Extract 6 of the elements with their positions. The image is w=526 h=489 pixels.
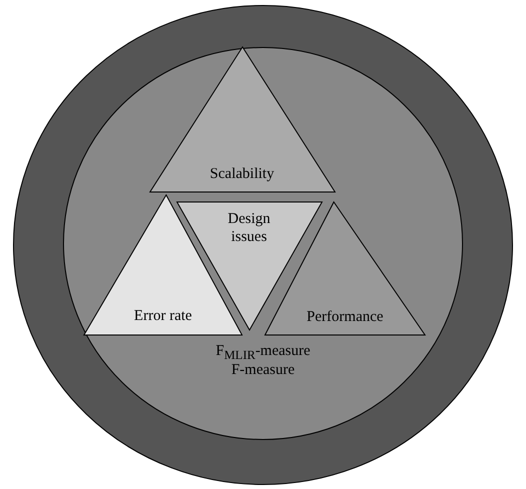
triangle-label: Error rate [133,307,193,325]
triangle-label: Scalability [208,165,276,183]
measure-label: F$_{MLIR}$-measure [214,343,312,363]
triangle-label: Design issues [226,210,272,246]
triangle-label: Performance [306,308,384,326]
measure-label: F-measure [230,362,296,379]
